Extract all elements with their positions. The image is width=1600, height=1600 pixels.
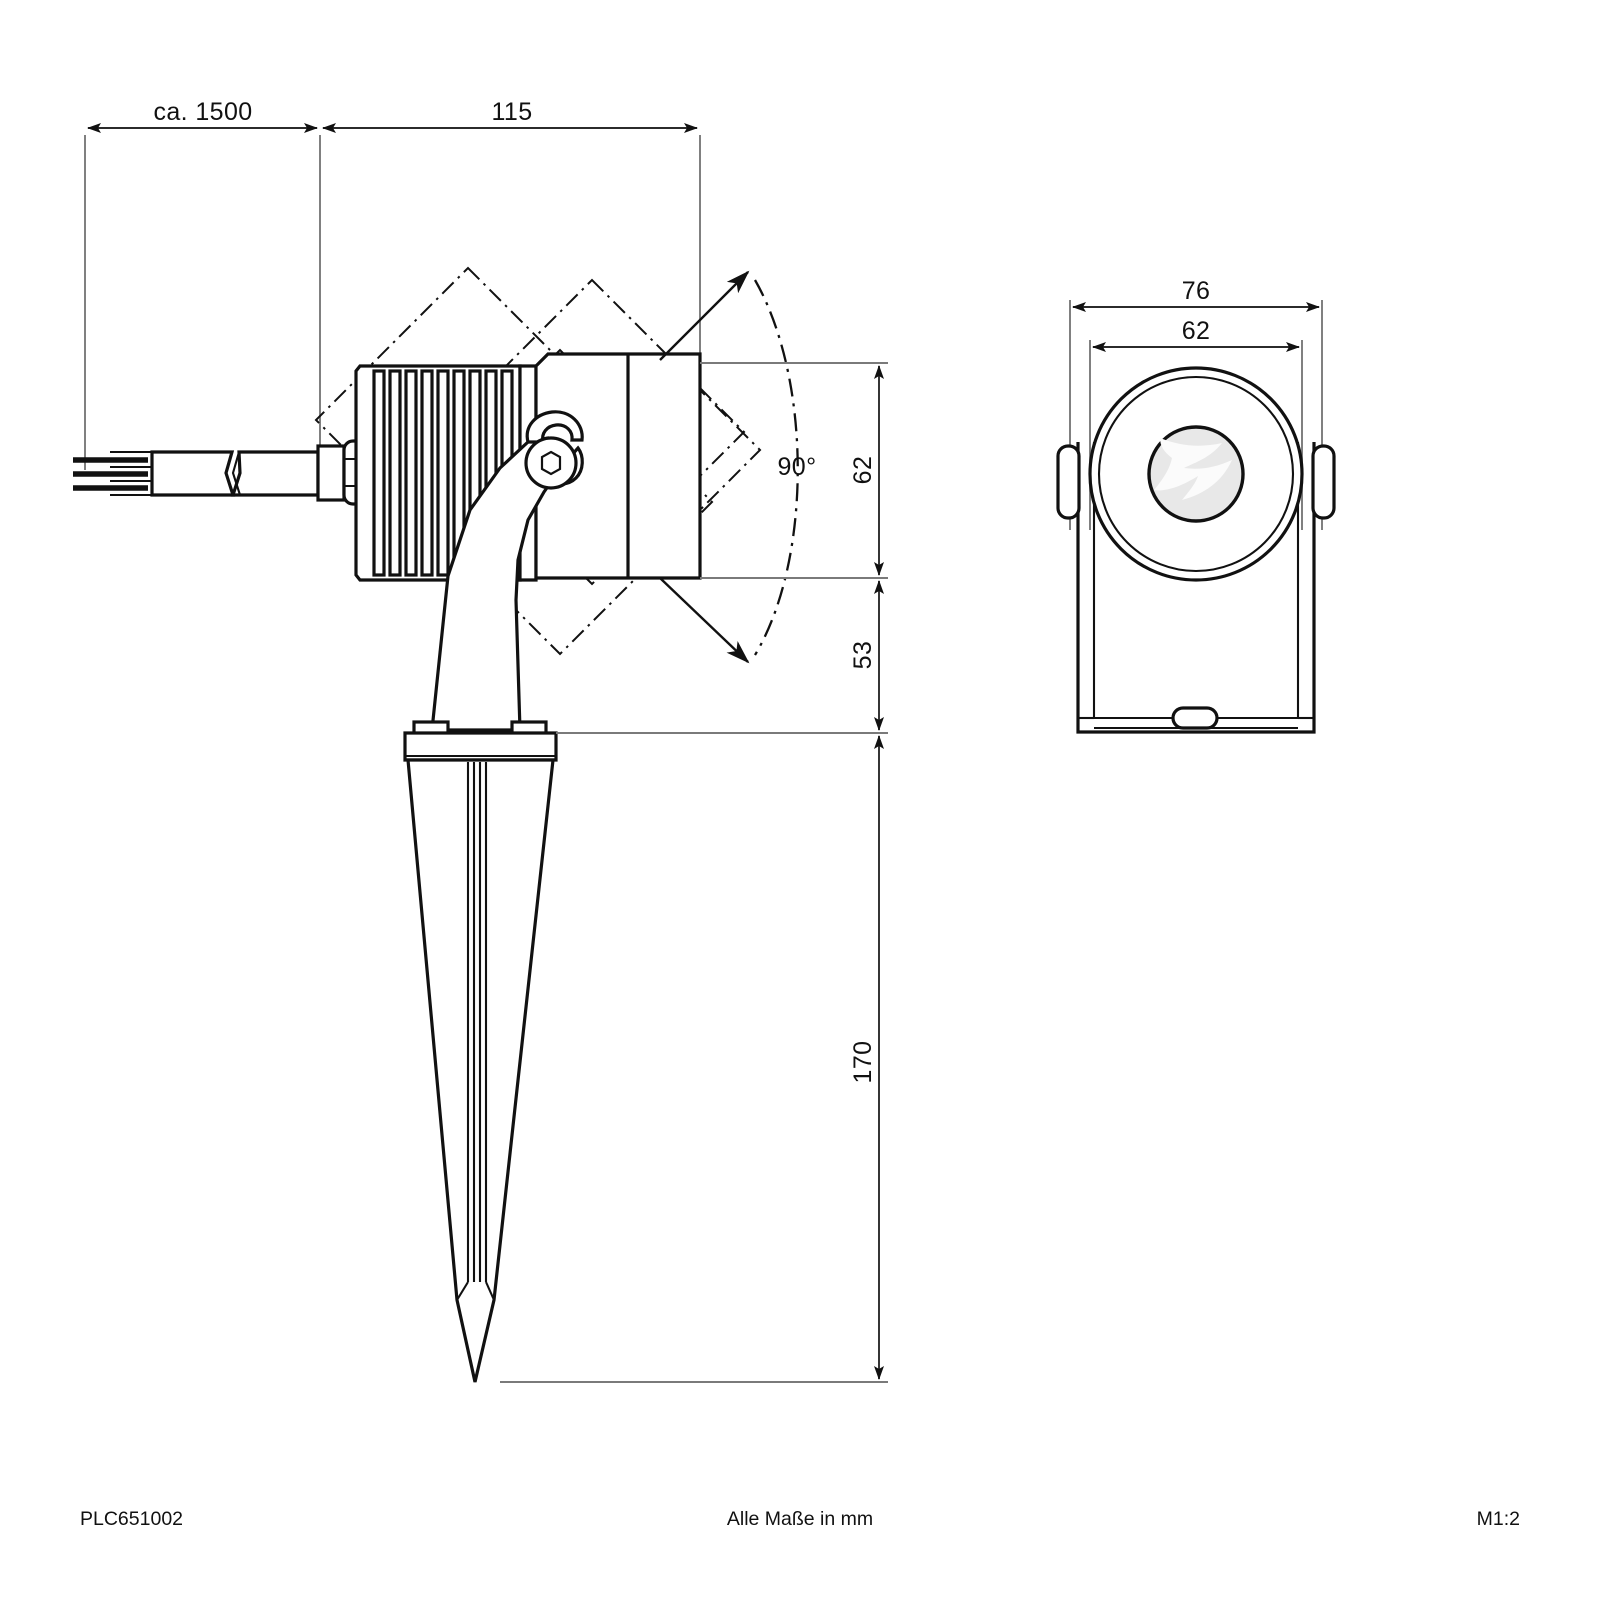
bracket-tab-left	[1056, 444, 1081, 520]
yoke-outline-outer	[1076, 442, 1316, 734]
footer-scale: M1:2	[1477, 1508, 1520, 1530]
front-view: 76 62	[1056, 277, 1336, 734]
dim-label-body-length: 115	[491, 98, 532, 126]
cable-sheath	[150, 450, 320, 497]
dim-label-spike-length: 170	[849, 1041, 877, 1084]
dim-label-front-head-width: 62	[1182, 317, 1211, 345]
dim-label-bracket-height: 53	[849, 641, 877, 670]
cable-break-symbol	[224, 451, 235, 496]
hex-adjust-screw	[540, 450, 562, 476]
footer: PLC651002 Alle Maße in mm M1:2	[80, 1508, 1520, 1530]
side-view	[73, 266, 762, 1383]
dim-label-tilt-angle: 90°	[777, 453, 816, 481]
tilt-leader-upper	[659, 270, 750, 361]
dim-label-front-outer-width: 76	[1182, 277, 1211, 305]
front-dimension-group: 76 62	[1069, 277, 1323, 530]
dim-label-head-height: 62	[849, 456, 877, 485]
dim-label-cable-length: ca. 1500	[153, 98, 252, 126]
luminaire-head	[534, 352, 702, 580]
ground-spike	[403, 720, 558, 1383]
tilt-arc	[754, 279, 799, 656]
footer-units-note: Alle Maße in mm	[727, 1508, 873, 1530]
base-tab	[1171, 706, 1219, 730]
top-dimension-group: ca. 1500 115	[84, 98, 701, 470]
cable-leads	[73, 450, 155, 497]
bracket-tab-right	[1311, 444, 1336, 520]
vertical-dimension-group: 62 53 170	[500, 362, 888, 1383]
tilt-leader-lower	[659, 577, 750, 664]
lens	[1147, 425, 1245, 523]
head-inner-ring	[1097, 375, 1295, 573]
mounting-bracket	[430, 410, 584, 732]
footer-article-number: PLC651002	[80, 1508, 183, 1530]
tilt-angle-indicator: 90°	[659, 270, 816, 664]
